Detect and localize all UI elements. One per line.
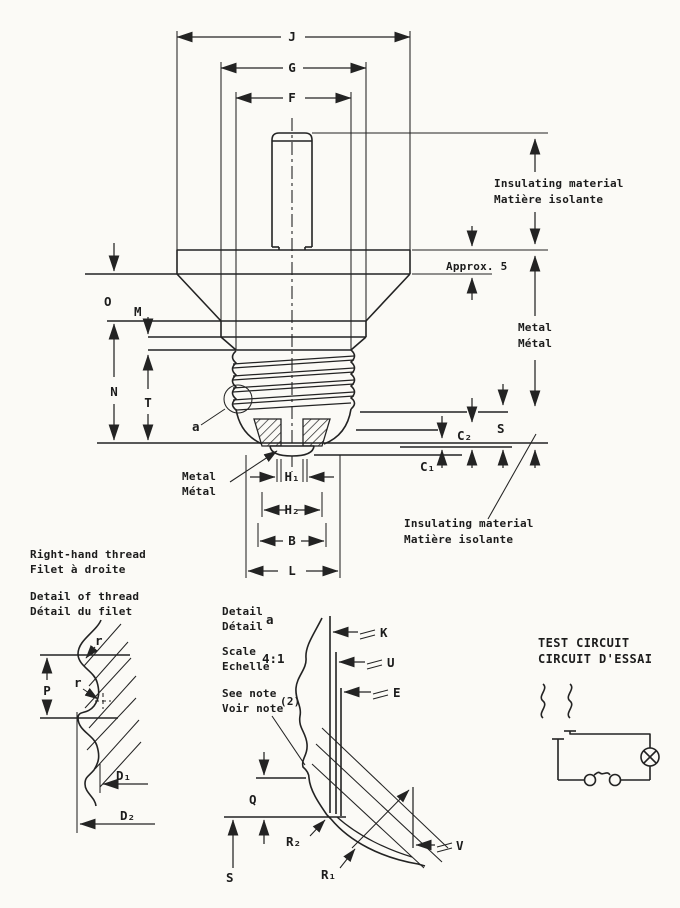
bottom-dimensions: H₁ H₂ B L [245, 455, 341, 578]
test-circuit: TEST CIRCUIT CIRCUIT D'ESSAI [538, 636, 660, 787]
thread-subtitle-fr: Détail du filet [30, 605, 132, 618]
detail-a-label-en: Detail [222, 605, 263, 618]
test-circuit-title-fr: CIRCUIT D'ESSAI [538, 652, 652, 666]
metal-right-label-fr: Métal [518, 337, 552, 350]
dim-U: U [387, 655, 395, 670]
thread-title-fr: Filet à droite [30, 563, 126, 576]
cap-outline [85, 118, 411, 472]
dim-B: B [288, 533, 296, 548]
dim-R2: R₂ [286, 834, 301, 849]
insulating-top-label-en: Insulating material [494, 177, 624, 190]
dim-V: V [456, 838, 464, 853]
dim-r-mid: r [74, 675, 82, 690]
detail-a-note-en: See note [222, 687, 277, 700]
switch-symbol [583, 771, 622, 787]
detail-a-ref: a [266, 612, 274, 627]
metal-left-label-en: Metal [182, 470, 216, 483]
insulating-bottom-label-fr: Matière isolante [404, 533, 513, 546]
lamp-symbol [640, 747, 660, 767]
dim-a: a [192, 419, 200, 434]
dim-K: K [380, 625, 388, 640]
dim-L: L [288, 563, 296, 578]
dim-J: J [288, 29, 296, 44]
dim-approx5: Approx. 5 [446, 260, 507, 273]
circuit-wires [552, 730, 651, 781]
thread-detail: Right-hand thread Filet à droite Detail … [30, 548, 155, 833]
detail-a-scale-value: 4:1 [262, 651, 285, 666]
test-circuit-title-en: TEST CIRCUIT [538, 636, 630, 650]
thread-title-en: Right-hand thread [30, 548, 146, 561]
dim-N: N [110, 384, 118, 399]
detail-a-note-fr: Voir note [222, 702, 284, 715]
dim-F: F [288, 90, 296, 105]
dim-r-top: r [95, 633, 103, 648]
insulating-bottom-label-en: Insulating material [404, 517, 534, 530]
dim-M: M [134, 304, 142, 319]
dim-O: O [104, 294, 112, 309]
dim-D2: D₂ [120, 808, 135, 823]
left-dimensions: O M N T a Metal Métal [97, 243, 548, 498]
detail-a: Detail Détail a Scale Echelle 4:1 See no… [222, 605, 464, 885]
top-dimensions: J G F [176, 29, 411, 350]
dim-S: S [497, 421, 505, 436]
dim-T: T [144, 395, 152, 410]
dim-S-detail: S [226, 870, 234, 885]
detail-a-label-fr: Détail [222, 620, 263, 633]
right-dimensions: Insulating material Matière isolante Met… [312, 132, 624, 546]
dim-Q: Q [249, 792, 257, 807]
detail-a-scale-en: Scale [222, 645, 256, 658]
detail-a-note-ref: (2) [280, 695, 300, 708]
metal-right-label-en: Metal [518, 321, 552, 334]
dim-P: P [43, 683, 51, 698]
dim-E: E [393, 685, 401, 700]
dim-H2: H₂ [284, 502, 299, 517]
dim-G: G [288, 60, 296, 75]
dim-D1: D₁ [116, 768, 131, 783]
dim-C1: C₁ [420, 459, 435, 474]
detail-a-scale-fr: Echelle [222, 660, 270, 673]
dim-H1: H₁ [284, 469, 299, 484]
metal-left-label-fr: Métal [182, 485, 216, 498]
dim-R1: R₁ [321, 867, 336, 882]
insulating-top-label-fr: Matière isolante [494, 193, 603, 206]
thread-subtitle-en: Detail of thread [30, 590, 139, 603]
dim-C2: C₂ [457, 428, 472, 443]
lead-squiggles [540, 683, 573, 719]
